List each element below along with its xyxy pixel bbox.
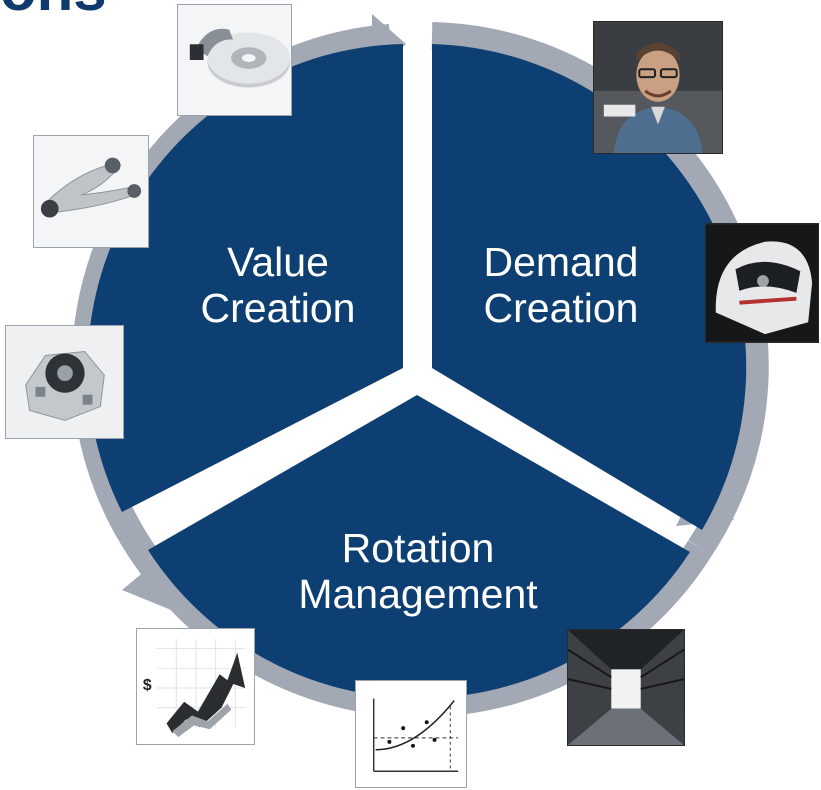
segment-label-value-line2: Creation	[201, 285, 356, 331]
segment-label-demand-line1: Demand	[484, 239, 639, 285]
control-arm-photo	[33, 135, 149, 248]
segment-demand-creation	[432, 44, 747, 530]
segment-label-rotation-line2: Management	[298, 571, 538, 617]
segment-label-value-line1: Value	[227, 239, 329, 285]
sales-curve-chart-image	[355, 680, 467, 788]
page-title-fragment: ons	[0, 0, 107, 20]
water-pump-photo	[5, 325, 124, 439]
brake-disc-photo	[177, 4, 292, 116]
svg-text:$: $	[143, 677, 152, 694]
segment-label-rotation-line1: Rotation	[342, 525, 495, 571]
warehouse-aisle-photo	[567, 629, 685, 746]
racing-helmet-photo	[705, 223, 819, 343]
smiling-man-photo	[593, 21, 723, 154]
segment-label-demand-line2: Creation	[484, 285, 639, 331]
growth-arrow-dollar-image: $	[136, 628, 255, 745]
segment-value-creation	[87, 44, 403, 512]
segment-rotation-management	[148, 395, 690, 699]
ring-arc-top-right	[431, 22, 769, 556]
